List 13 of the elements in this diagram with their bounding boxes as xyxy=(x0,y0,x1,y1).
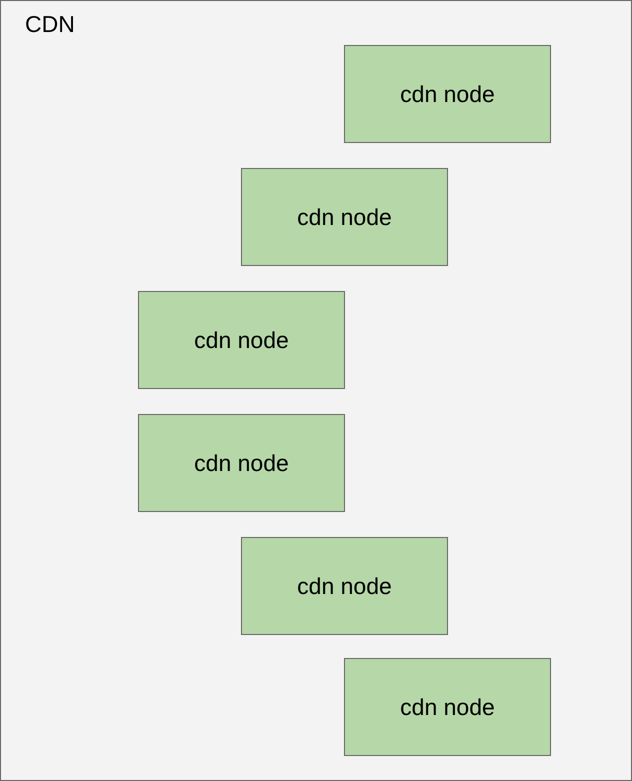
node-label: cdn node xyxy=(194,450,289,476)
node-label: cdn node xyxy=(400,694,495,720)
node-label: cdn node xyxy=(400,80,495,108)
process-box xyxy=(241,537,448,635)
process-box xyxy=(241,168,448,266)
process-box xyxy=(344,658,551,756)
node-label: cdn node xyxy=(297,572,392,600)
process-box xyxy=(138,291,345,389)
node-label: cdn node xyxy=(194,326,289,354)
process-box xyxy=(344,45,551,143)
group-title: CDN xyxy=(25,11,75,38)
node-label: cdn node xyxy=(297,204,392,230)
process-box xyxy=(138,414,345,512)
